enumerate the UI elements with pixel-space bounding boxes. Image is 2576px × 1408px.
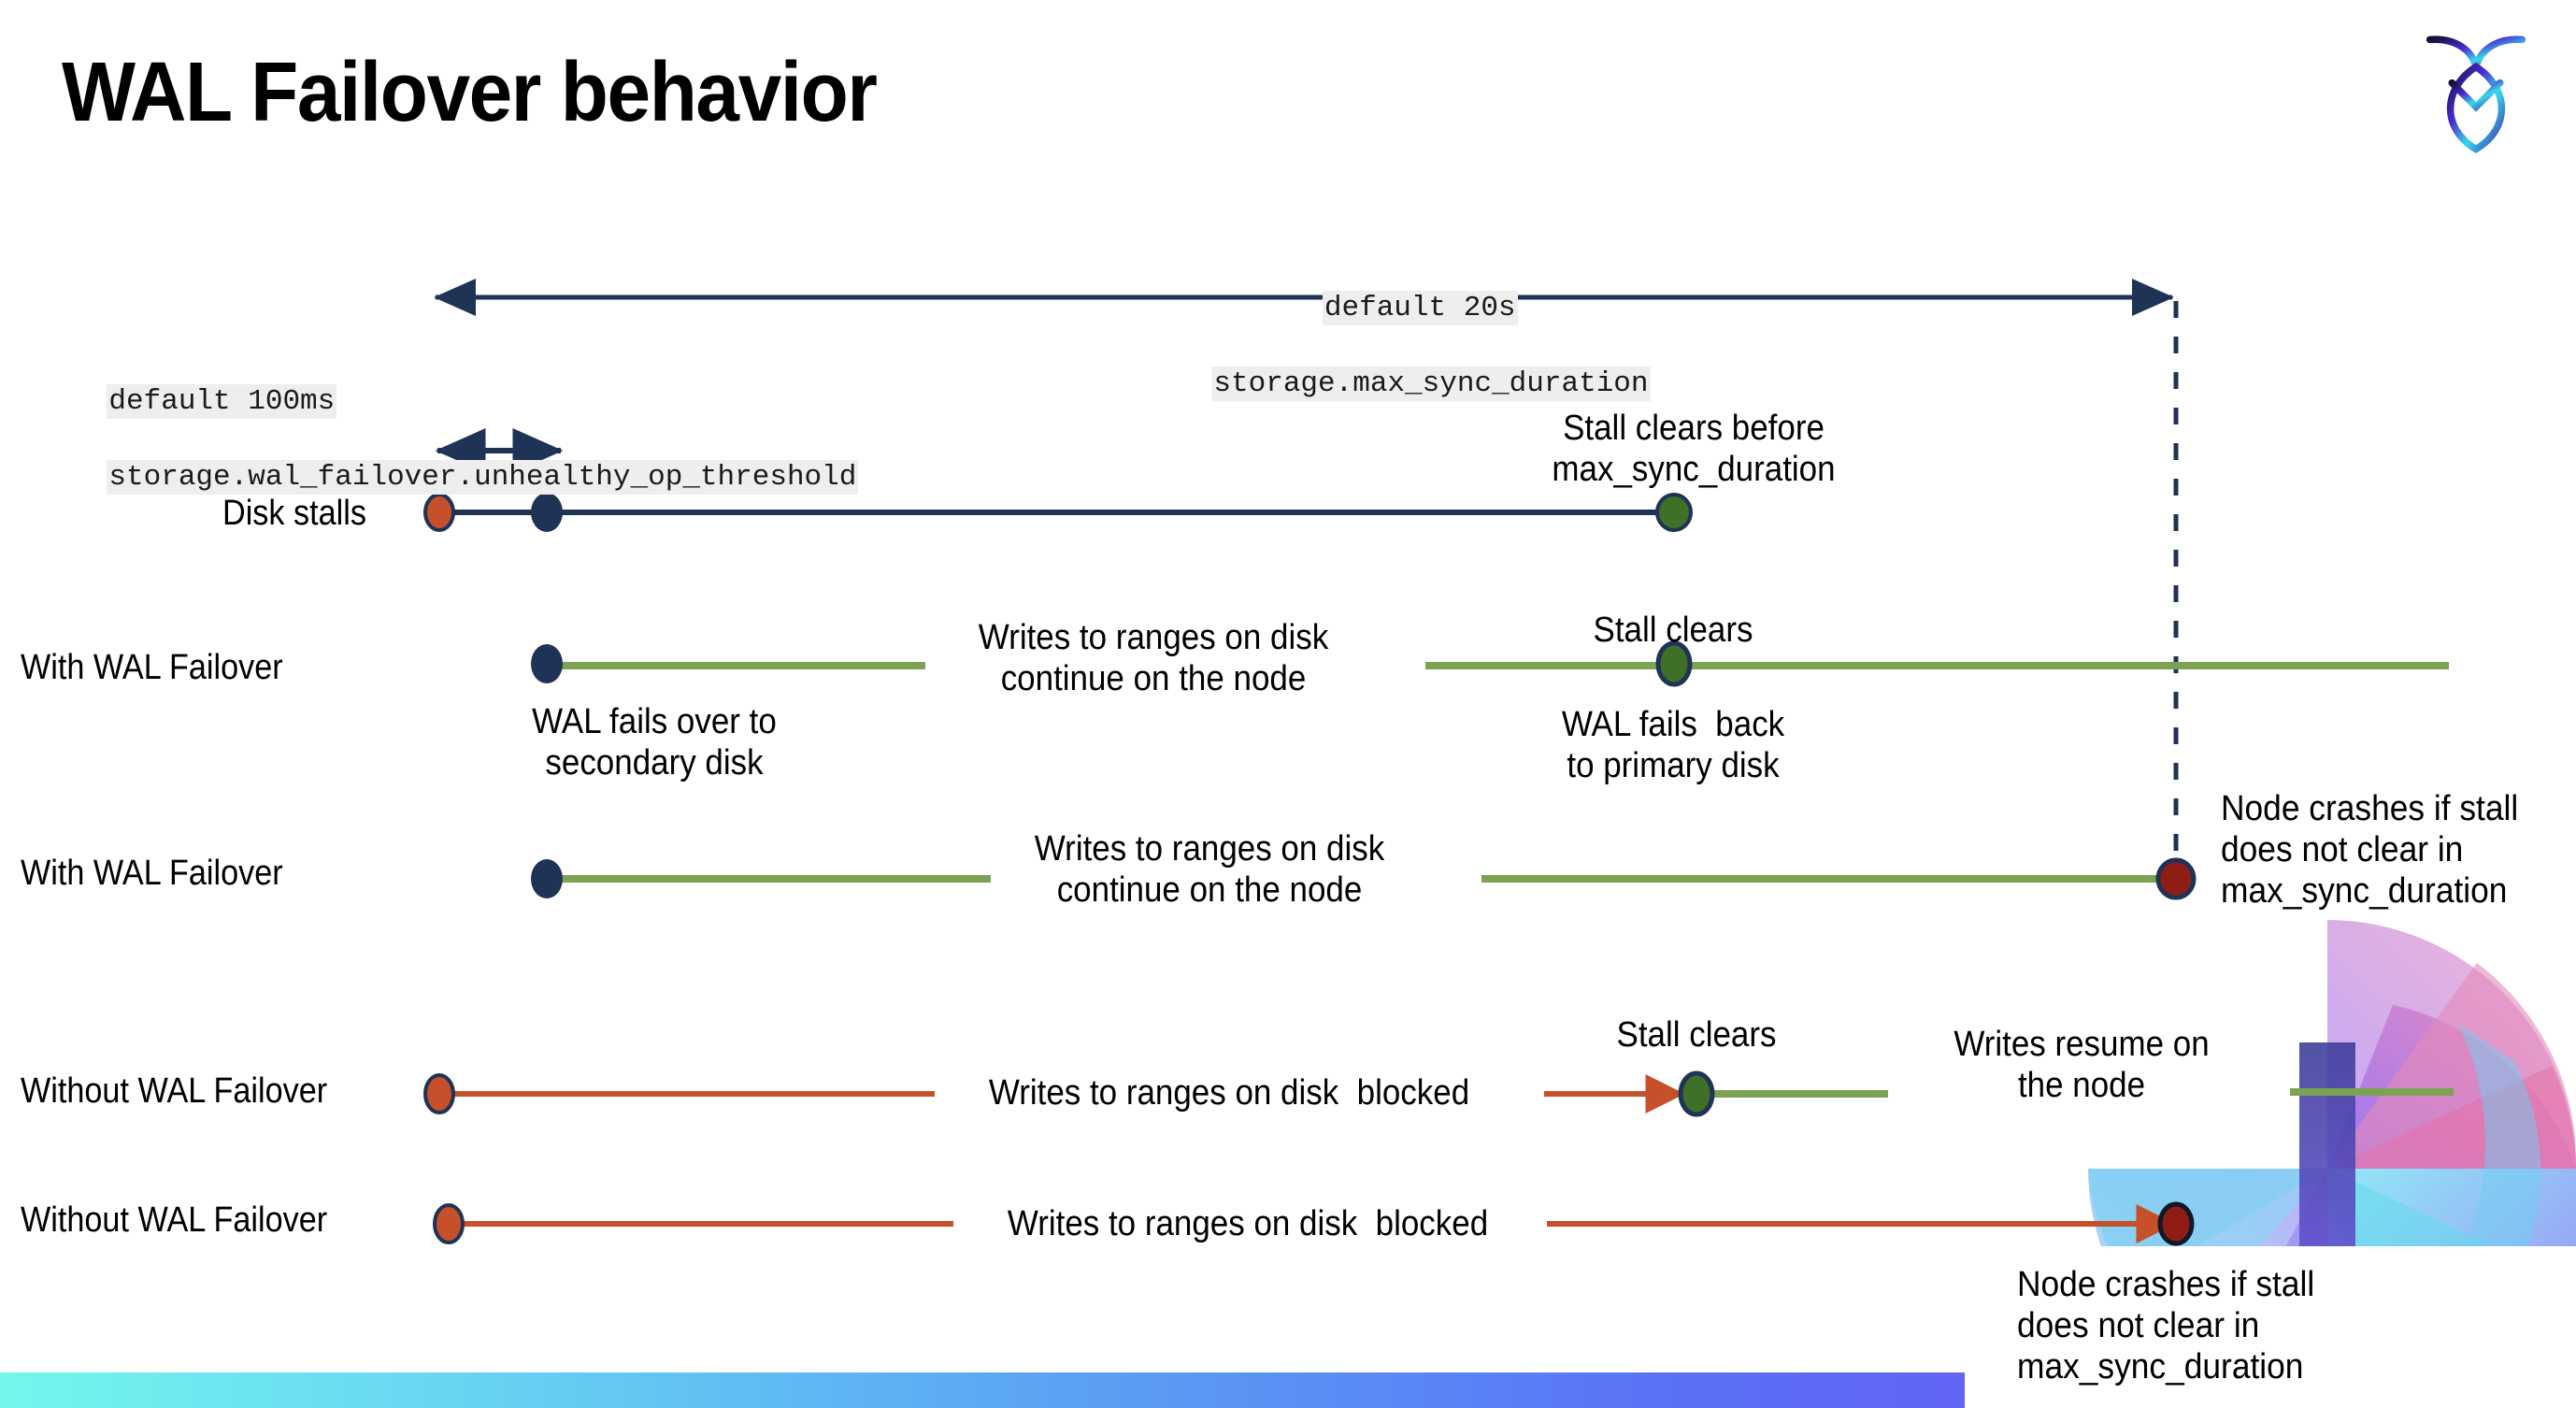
row-label-with-wal-failover-1: With WAL Failover [21,648,283,687]
max-sync-duration-annotation: default 20s storage.max_sync_duration [1142,252,1651,440]
note-wal-fails-back-to-primary-disk: WAL fails back to primary disk [1561,705,1785,786]
note-node-crashes-1: Node crashes if stall does not clear in … [2221,789,2519,912]
disk-stalls-failover-dot [531,493,563,532]
page-title: WAL Failover behavior [62,46,878,139]
unhealthy-op-threshold-setting: storage.wal_failover.unhealthy_op_thresh… [107,459,859,495]
without-failover-1-clears-dot [1678,1070,1715,1117]
wal-failover-2-failover-dot [531,859,563,898]
wal-failover-2-crash-dot [2155,857,2197,900]
wal-failover-1-clears-dot [1655,640,1693,687]
note-writes-continue-1: Writes to ranges on disk continue on the… [978,618,1329,699]
row-label-without-wal-failover-1: Without WAL Failover [21,1071,328,1111]
wal-failover-1-failover-dot [531,644,563,683]
note-writes-continue-2: Writes to ranges on disk continue on the… [1034,829,1385,911]
note-writes-blocked-1: Writes to ranges on disk blocked [988,1073,1470,1113]
note-stall-clears-before-max-sync: Stall clears before max_sync_duration [1552,409,1836,490]
max-sync-duration-setting: storage.max_sync_duration [1211,366,1651,401]
cockroachdb-logo-icon [2426,36,2526,153]
row-label-disk-stalls: Disk stalls [222,494,366,533]
note-writes-blocked-2: Writes to ranges on disk blocked [1007,1204,1489,1243]
note-stall-clears-1: Stall clears [1593,611,1753,650]
row-label-without-wal-failover-2: Without WAL Failover [21,1200,328,1240]
without-failover-2-crash-dot [2157,1201,2195,1246]
disk-stalls-start-dot [423,493,455,532]
without-failover-2-start-dot [433,1203,465,1244]
disk-stalls-clears-dot [1655,493,1693,532]
unhealthy-op-threshold-default: default 100ms [107,384,337,420]
note-stall-clears-2: Stall clears [1616,1015,1777,1055]
note-node-crashes-2: Node crashes if stall does not clear in … [2017,1265,2315,1387]
note-writes-resume-on-the-node: Writes resume on the node [1953,1025,2210,1106]
row-label-with-wal-failover-2: With WAL Failover [21,854,283,893]
unhealthy-op-threshold-annotation: default 100ms storage.wal_failover.unhea… [37,346,859,534]
without-failover-1-start-dot [423,1073,455,1114]
bottom-right-white-callout-panel [1965,1246,2576,1408]
max-sync-duration-default: default 20s [1322,291,1518,326]
note-wal-fails-over-to-secondary-disk: WAL fails over to secondary disk [532,702,777,783]
